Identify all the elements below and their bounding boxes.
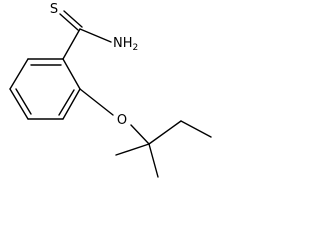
quaternary-carbon-to-methyl-down-bond xyxy=(148,143,159,178)
sulfur-atom-label: S xyxy=(50,2,58,17)
carbon-sulfur-double-bond-b xyxy=(63,10,83,28)
amine-atom-label: NH2 xyxy=(113,36,138,53)
ring-bond-3 xyxy=(62,88,81,120)
oxygen-atom-label: O xyxy=(117,113,127,128)
ch2-to-ch3-bond xyxy=(180,120,212,138)
quaternary-carbon-to-ch2-bond xyxy=(148,120,182,145)
ring-double-bond-inner-2 xyxy=(58,89,75,116)
carbon-sulfur-double-bond-a xyxy=(59,13,79,31)
quaternary-carbon-to-methyl-left-bond xyxy=(115,143,150,156)
amine-nh-text: NH xyxy=(113,36,133,51)
tert-pentyl-ether-group: O xyxy=(79,88,212,178)
ring-bond-6 xyxy=(9,58,29,90)
ring-bond-5 xyxy=(9,88,29,120)
thioamide-group: S NH2 xyxy=(50,2,138,60)
benzene-ring xyxy=(9,58,81,120)
ring-to-thioamide-carbon-bond xyxy=(62,28,81,60)
ring-to-oxygen-bond xyxy=(79,88,114,116)
carbon-nitrogen-bond xyxy=(79,28,112,43)
ring-double-bond-inner-3 xyxy=(15,88,32,115)
amine-subscript-text: 2 xyxy=(133,43,139,53)
chemical-structure: S NH2 O xyxy=(9,2,212,178)
oxygen-to-quaternary-carbon-bond xyxy=(130,124,150,145)
ring-bond-2 xyxy=(62,58,81,90)
